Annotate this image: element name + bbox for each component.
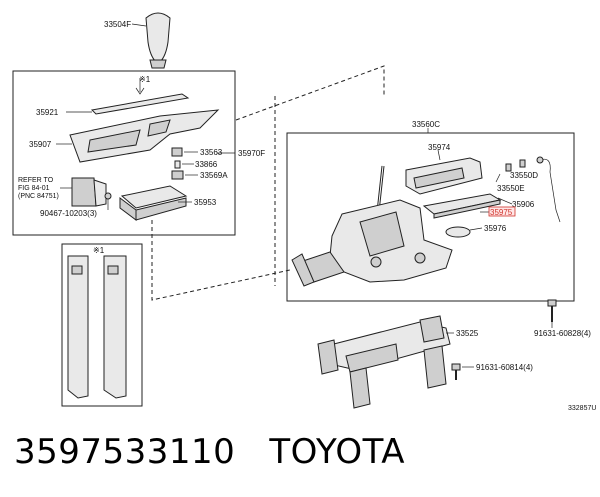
- refer-line-3: (PNC 84751): [18, 193, 59, 200]
- bolt-part-upper: [547, 299, 557, 328]
- brand-name: TOYOTA: [269, 432, 406, 472]
- label-35974: 35974: [428, 143, 451, 152]
- indicator-housing-part: [119, 185, 192, 221]
- shift-lever-bracket-part: [317, 315, 454, 409]
- connector-dash-bottom: [151, 220, 291, 301]
- refer-line-1: REFER TO: [18, 177, 54, 184]
- label-91631-60814: 91631-60814(4): [476, 363, 533, 372]
- caption: 3597533110 TOYOTA: [14, 432, 405, 472]
- variant-inset-box: [61, 243, 143, 407]
- refer-line-2: FIG 84-01: [18, 185, 50, 192]
- label-33550e: 33550E: [497, 184, 525, 193]
- shift-knob-part: [131, 12, 171, 69]
- part-number: 3597533110: [14, 432, 236, 472]
- label-35907: 35907: [29, 140, 52, 149]
- illustration-code: 332857U: [568, 405, 596, 412]
- bulb-part: [174, 160, 194, 169]
- bolt-part-lower: [451, 363, 474, 380]
- trim-panel-variant-part: [67, 255, 127, 399]
- position-indicator-housing-part: [405, 149, 483, 195]
- clip-part: [104, 192, 112, 210]
- note-mark-1: ※1: [139, 75, 151, 84]
- label-33525: 33525: [456, 329, 479, 338]
- label-33563: 33563: [200, 148, 223, 157]
- trim-strip-part: [66, 93, 190, 115]
- label-35921: 35921: [36, 108, 59, 117]
- note-mark-2: ※1: [93, 246, 105, 255]
- label-90467: 90467-10203(3): [40, 209, 97, 218]
- connector-dash-top: [235, 65, 385, 121]
- label-33560c: 33560C: [412, 120, 440, 129]
- label-33569a: 33569A: [200, 171, 228, 180]
- label-35970f: 35970F: [238, 149, 265, 158]
- label-35953: 35953: [194, 198, 217, 207]
- bulb-socket-part: [171, 147, 198, 157]
- highlight-box-35975: [488, 206, 516, 217]
- shift-lever-base-part: [291, 165, 453, 287]
- wire-harness-part: [539, 158, 561, 223]
- arrow-down-icon: [135, 78, 145, 95]
- label-33550d: 33550D: [510, 171, 538, 180]
- label-35975-highlighted[interactable]: 35975: [490, 208, 513, 217]
- detent-plate-part: [445, 226, 483, 238]
- small-pin-part: [495, 159, 526, 183]
- label-33504f: 33504F: [104, 20, 131, 29]
- holder-part: [171, 170, 198, 180]
- shift-lever-panel-part: [56, 109, 220, 163]
- switch-part: [60, 177, 107, 207]
- label-35976: 35976: [484, 224, 507, 233]
- label-35906: 35906: [512, 200, 535, 209]
- label-33866: 33866: [195, 160, 218, 169]
- label-91631-60828: 91631-60828(4): [534, 329, 591, 338]
- shift-lever-assy-box: [286, 132, 575, 302]
- slide-plate-part: [422, 193, 513, 219]
